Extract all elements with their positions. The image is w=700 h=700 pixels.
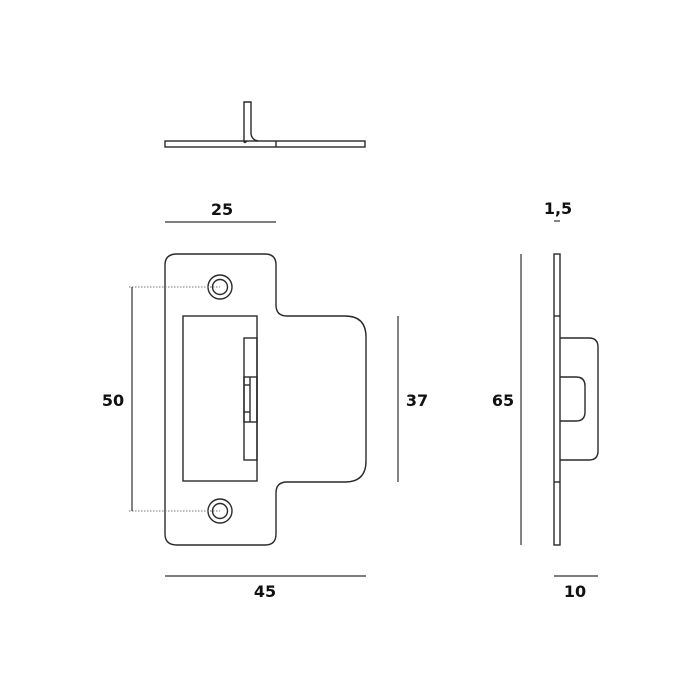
front-view [129,253,367,546]
top-view [164,101,366,148]
dimension-lines [131,220,598,577]
dim-label-50: 50 [102,391,124,410]
dim-label-65: 65 [492,391,514,410]
dim-label-37: 37 [406,391,428,410]
side-view [553,253,599,546]
latch-opening [182,315,258,482]
plate-outline [164,253,367,546]
dim-label-10: 10 [564,582,586,601]
dim-label-1-5: 1,5 [544,199,572,218]
dim-label-25: 25 [211,200,233,219]
dim-label-45: 45 [254,582,276,601]
